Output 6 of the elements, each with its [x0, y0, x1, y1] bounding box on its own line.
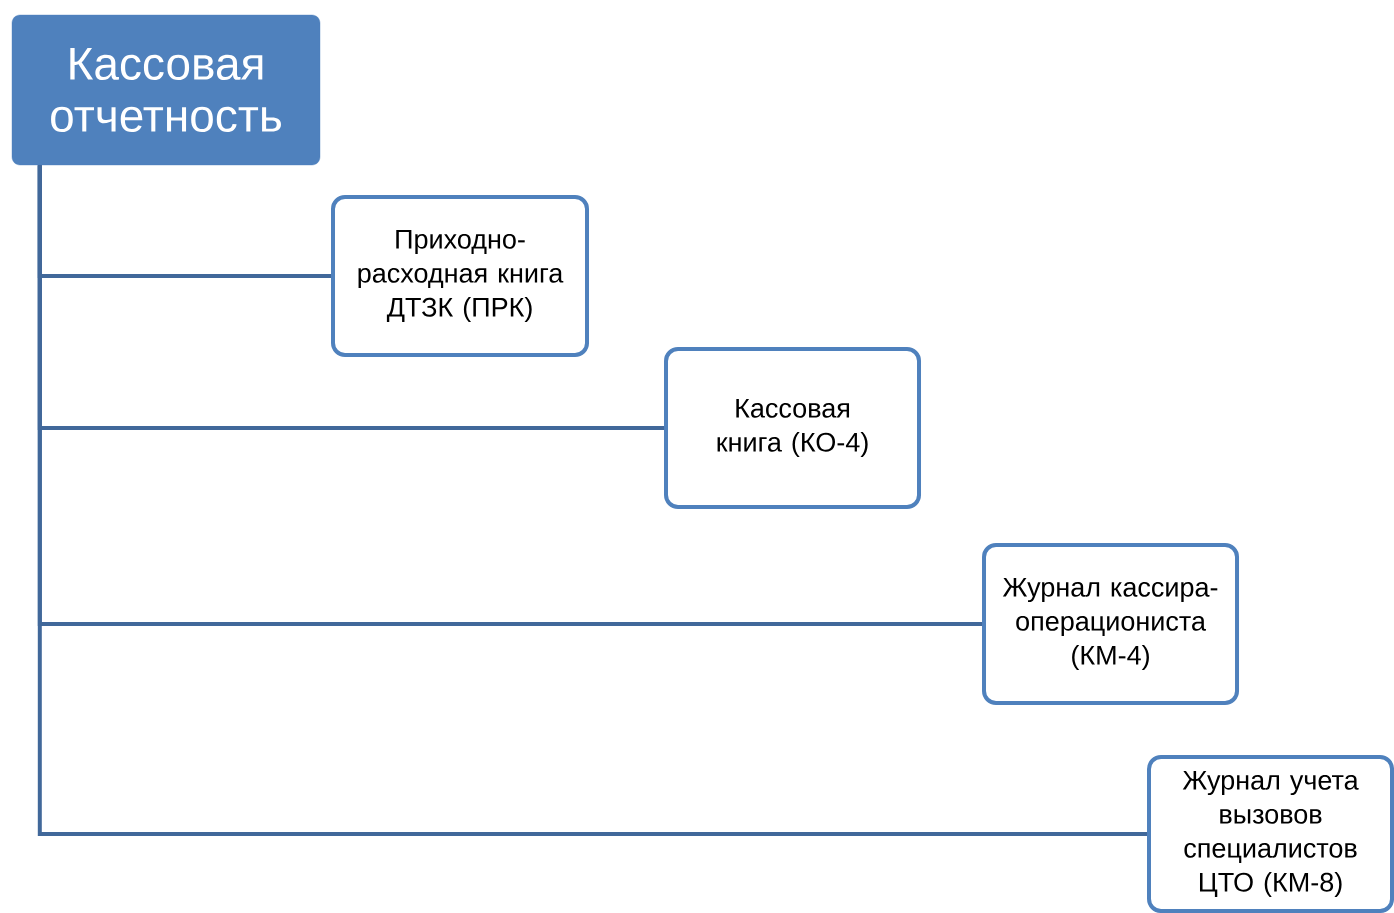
connector-line [37, 165, 1147, 836]
document-box: Кассовая книга (КО-4) [664, 347, 921, 509]
document-box: Журнал кассира-операциониста (КМ-4) [982, 543, 1239, 705]
document-box: Приходно-расходная книга ДТЗК (ПРК) [331, 195, 589, 357]
document-box: Журнал учета вызовов специалистов ЦТО (КМ-8) [1147, 755, 1394, 913]
header-box: Кассовая отчетность [11, 14, 321, 166]
